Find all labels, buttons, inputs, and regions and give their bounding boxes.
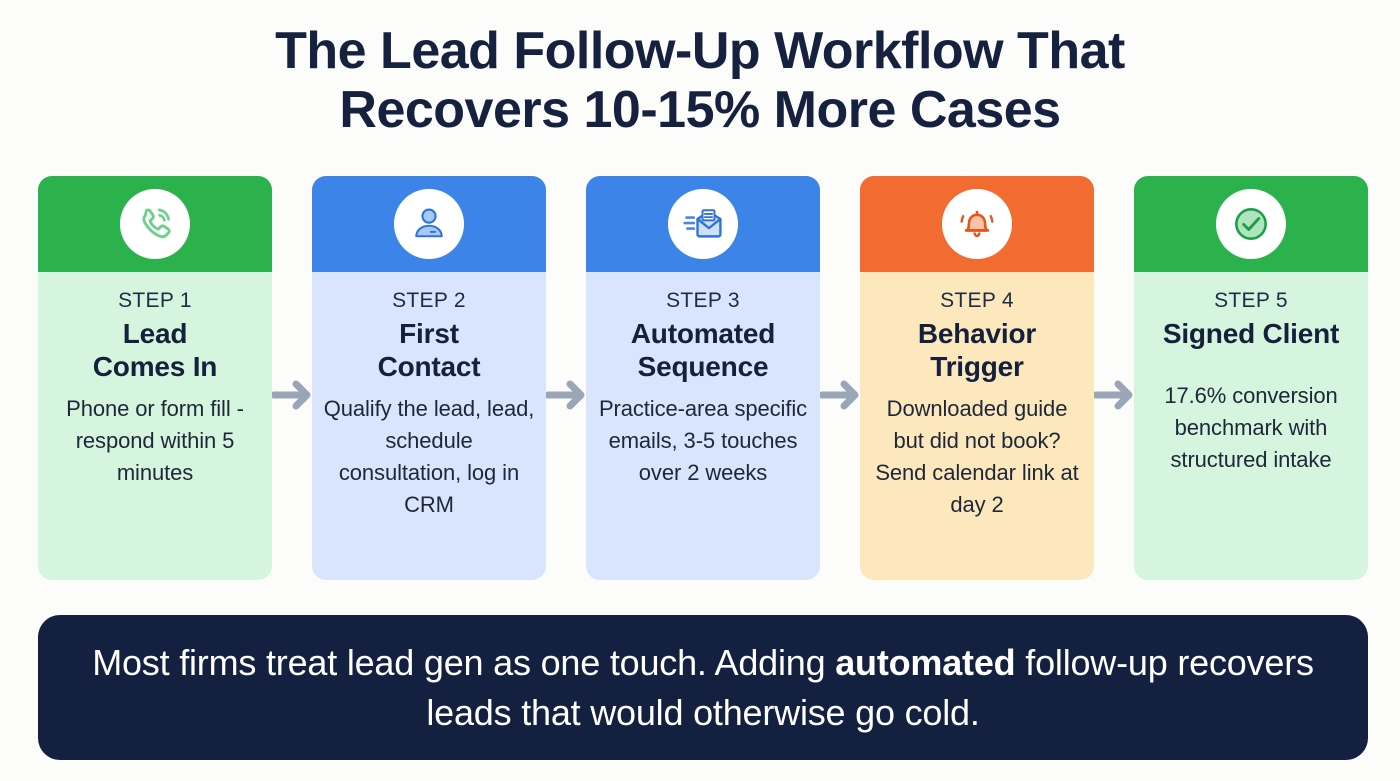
step-card-5-body: STEP 5 Signed Client 17.6% conversion be… [1134, 272, 1368, 580]
step-card-1-title-line2: Comes In [92, 351, 218, 383]
arrow-right-icon [272, 380, 311, 410]
step-card-3-title-line2: Sequence [637, 351, 769, 383]
step-card-4-description: Downloaded guide but did not book? Send … [875, 396, 1079, 517]
step-card-2-label: STEP 2 [392, 289, 466, 312]
page-title: The Lead Follow-Up Workflow That Recover… [0, 22, 1400, 140]
step-card-2-header [312, 176, 546, 272]
step-card-3-label: STEP 3 [666, 289, 740, 312]
step-card-4-label: STEP 4 [940, 289, 1014, 312]
step-card-3-icon-badge [668, 189, 738, 259]
step-card-5-header [1134, 176, 1368, 272]
title-line-2: Recovers 10-15% More Cases [339, 80, 1061, 139]
summary-text-part1: Most firms treat lead gen as one touch. … [92, 641, 836, 683]
step-card-4[interactable]: STEP 4 Behavior Trigger Downloaded guide… [860, 176, 1094, 580]
arrow-right-icon [546, 380, 585, 410]
step-card-5-label: STEP 5 [1214, 289, 1288, 312]
bell-alert-icon [955, 202, 999, 246]
phone-ring-icon [133, 202, 177, 246]
step-card-5-icon-badge [1216, 189, 1286, 259]
summary-banner-text: Most firms treat lead gen as one touch. … [78, 638, 1328, 737]
person-icon [408, 203, 450, 245]
step-card-4-icon-badge [942, 189, 1012, 259]
email-send-icon [681, 202, 725, 246]
title-line-1: The Lead Follow-Up Workflow That [275, 22, 1125, 80]
step-card-5[interactable]: STEP 5 Signed Client 17.6% conversion be… [1134, 176, 1368, 580]
step-card-1-title-line1: Lead [122, 318, 188, 350]
arrow-step4-to-step5 [1094, 378, 1134, 412]
step-card-2-title-line2: Contact [377, 351, 481, 383]
summary-text-part2: follow-up recovers leads that would othe… [426, 641, 1314, 733]
summary-text-bold: automated [835, 641, 1016, 683]
arrow-right-icon [820, 380, 859, 410]
step-card-4-body: STEP 4 Behavior Trigger Downloaded guide… [860, 272, 1094, 580]
step-card-1-label: STEP 1 [118, 289, 192, 312]
step-card-3-header [586, 176, 820, 272]
check-circle-icon [1229, 202, 1273, 246]
step-card-2-title: First Contact [322, 317, 536, 383]
step-card-4-title-line2: Trigger [930, 351, 1024, 383]
step-card-3-title-line1: Automated [630, 318, 776, 350]
step-card-1[interactable]: STEP 1 Lead Comes In Phone or form fill … [38, 176, 272, 580]
step-card-5-title-line1: Signed Client [1162, 318, 1340, 350]
step-card-2-title-line1: First [399, 318, 459, 350]
step-card-2-description: Qualify the lead, lead, schedule consult… [323, 396, 535, 517]
step-card-1-icon-badge [120, 189, 190, 259]
step-card-5-description: 17.6% conversion benchmark with structur… [1164, 383, 1338, 472]
step-card-3[interactable]: STEP 3 Automated Sequence Practice-area … [586, 176, 820, 580]
step-card-2-body: STEP 2 First Contact Qualify the lead, l… [312, 272, 546, 580]
step-card-2-icon-badge [394, 189, 464, 259]
step-card-4-title-line1: Behavior [917, 318, 1037, 350]
step-card-4-header [860, 176, 1094, 272]
arrow-step3-to-step4 [820, 378, 860, 412]
step-card-1-description: Phone or form fill - respond within 5 mi… [66, 396, 244, 486]
arrow-right-icon [1094, 380, 1133, 410]
step-card-2[interactable]: STEP 2 First Contact Qualify the lead, l… [312, 176, 546, 580]
step-card-1-title: Lead Comes In [48, 317, 262, 383]
step-card-3-body: STEP 3 Automated Sequence Practice-area … [586, 272, 820, 580]
step-card-3-description: Practice-area specific emails, 3-5 touch… [598, 396, 808, 486]
workflow-steps-row: STEP 1 Lead Comes In Phone or form fill … [38, 176, 1368, 580]
summary-banner: Most firms treat lead gen as one touch. … [38, 615, 1368, 760]
arrow-step1-to-step2 [272, 378, 312, 412]
step-card-1-body: STEP 1 Lead Comes In Phone or form fill … [38, 272, 272, 580]
step-card-4-title: Behavior Trigger [870, 317, 1084, 383]
step-card-1-header [38, 176, 272, 272]
step-card-5-title: Signed Client [1144, 317, 1358, 350]
step-card-3-title: Automated Sequence [596, 317, 810, 383]
arrow-step2-to-step3 [546, 378, 586, 412]
